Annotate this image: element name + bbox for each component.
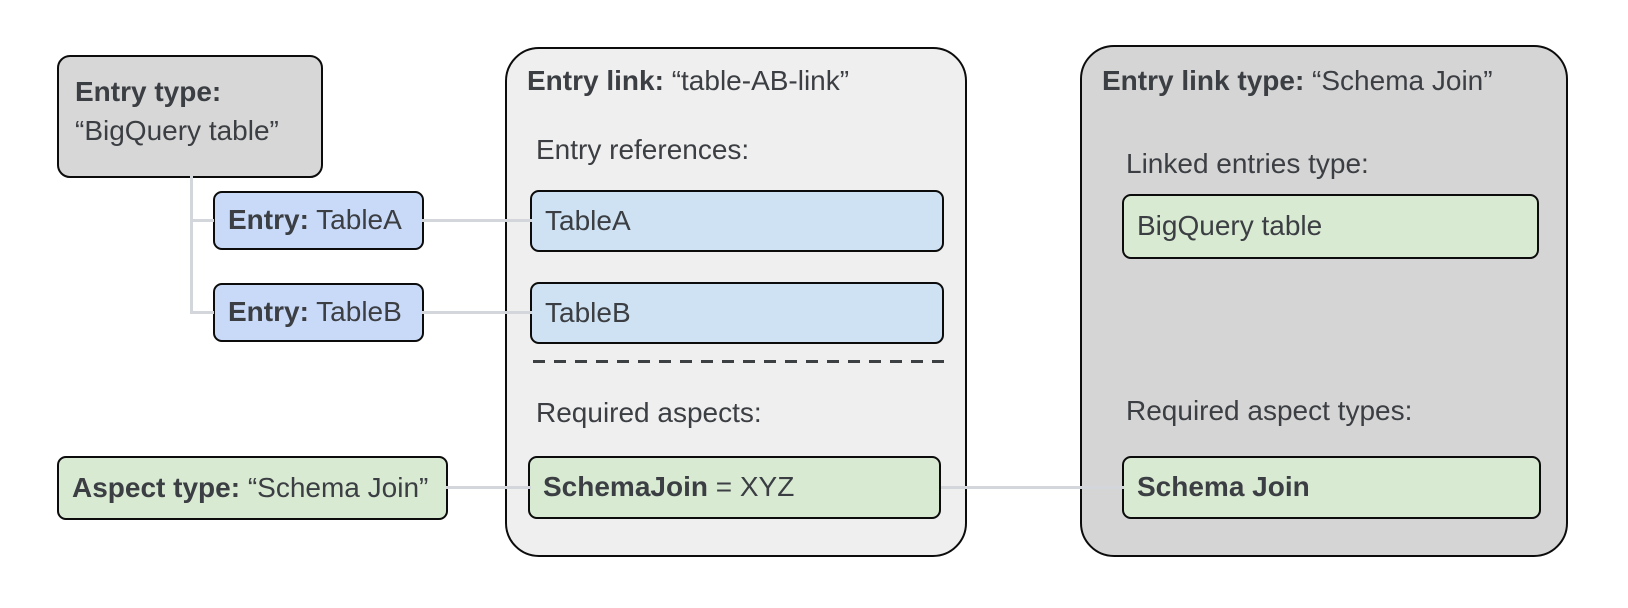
connector-branch-entry-b xyxy=(190,311,214,314)
schema-join-aspect-value: = XYZ xyxy=(707,471,795,503)
connector-entry-type-trunk xyxy=(190,176,193,314)
linked-entries-type-value: BigQuery table xyxy=(1137,210,1323,242)
connector-entry-a-to-reference xyxy=(422,219,532,222)
entry-type-label-bold: Entry type: xyxy=(75,76,222,107)
linked-entries-type-label: Linked entries type: xyxy=(1126,148,1369,179)
entry-link-panel: Entry link: “table-AB-link” Entry refere… xyxy=(505,47,967,557)
connector-aspect-type-to-required-aspect xyxy=(446,486,531,489)
entry-link-type-panel-title: Entry link type: “Schema Join” xyxy=(1102,63,1493,99)
dashed-separator-line xyxy=(533,360,947,363)
aspect-type-label-value: “Schema Join” xyxy=(240,471,429,503)
schema-join-aspect-bold: SchemaJoin xyxy=(543,471,708,503)
required-aspect-type-value: Schema Join xyxy=(1137,471,1310,503)
entry-b-label-bold: Entry: xyxy=(228,296,309,328)
entry-b-label-value: TableB xyxy=(308,296,402,328)
entry-type-label-value: “BigQuery table” xyxy=(75,115,279,146)
entry-reference-table-a-box: TableA xyxy=(530,190,944,252)
aspect-type-label-bold: Aspect type: xyxy=(72,471,241,503)
entry-references-label: Entry references: xyxy=(536,134,750,165)
entry-link-type-panel: Entry link type: “Schema Join” Linked en… xyxy=(1080,45,1568,557)
entry-a-label-bold: Entry: xyxy=(228,204,309,236)
entry-link-panel-title: Entry link: “table-AB-link” xyxy=(527,63,849,99)
connector-entry-b-to-reference xyxy=(422,311,532,314)
entry-link-type-title-bold: Entry link type: xyxy=(1102,65,1305,96)
entry-table-b-box: Entry: TableB xyxy=(213,283,424,342)
entry-a-label-value: TableA xyxy=(308,204,402,236)
entry-reference-table-b-box: TableB xyxy=(530,282,944,344)
entry-reference-table-b-label: TableB xyxy=(545,296,631,328)
schema-join-aspect-box: SchemaJoin = XYZ xyxy=(528,456,941,519)
required-aspect-types-label: Required aspect types: xyxy=(1126,395,1413,426)
required-aspects-label: Required aspects: xyxy=(536,397,762,428)
entry-link-title-bold: Entry link: xyxy=(527,65,664,96)
entry-link-title-value: “table-AB-link” xyxy=(663,65,850,96)
connector-branch-entry-a xyxy=(190,219,214,222)
linked-entries-type-box: BigQuery table xyxy=(1122,194,1539,259)
required-aspect-type-box: Schema Join xyxy=(1122,456,1541,519)
aspect-type-box: Aspect type: “Schema Join” xyxy=(57,456,448,520)
entry-link-type-title-value: “Schema Join” xyxy=(1304,65,1493,96)
connector-required-aspect-to-aspect-type-box xyxy=(941,486,1124,489)
entry-reference-table-a-label: TableA xyxy=(545,204,631,236)
entry-table-a-box: Entry: TableA xyxy=(213,191,424,250)
entry-type-box: Entry type: “BigQuery table” xyxy=(57,55,323,178)
